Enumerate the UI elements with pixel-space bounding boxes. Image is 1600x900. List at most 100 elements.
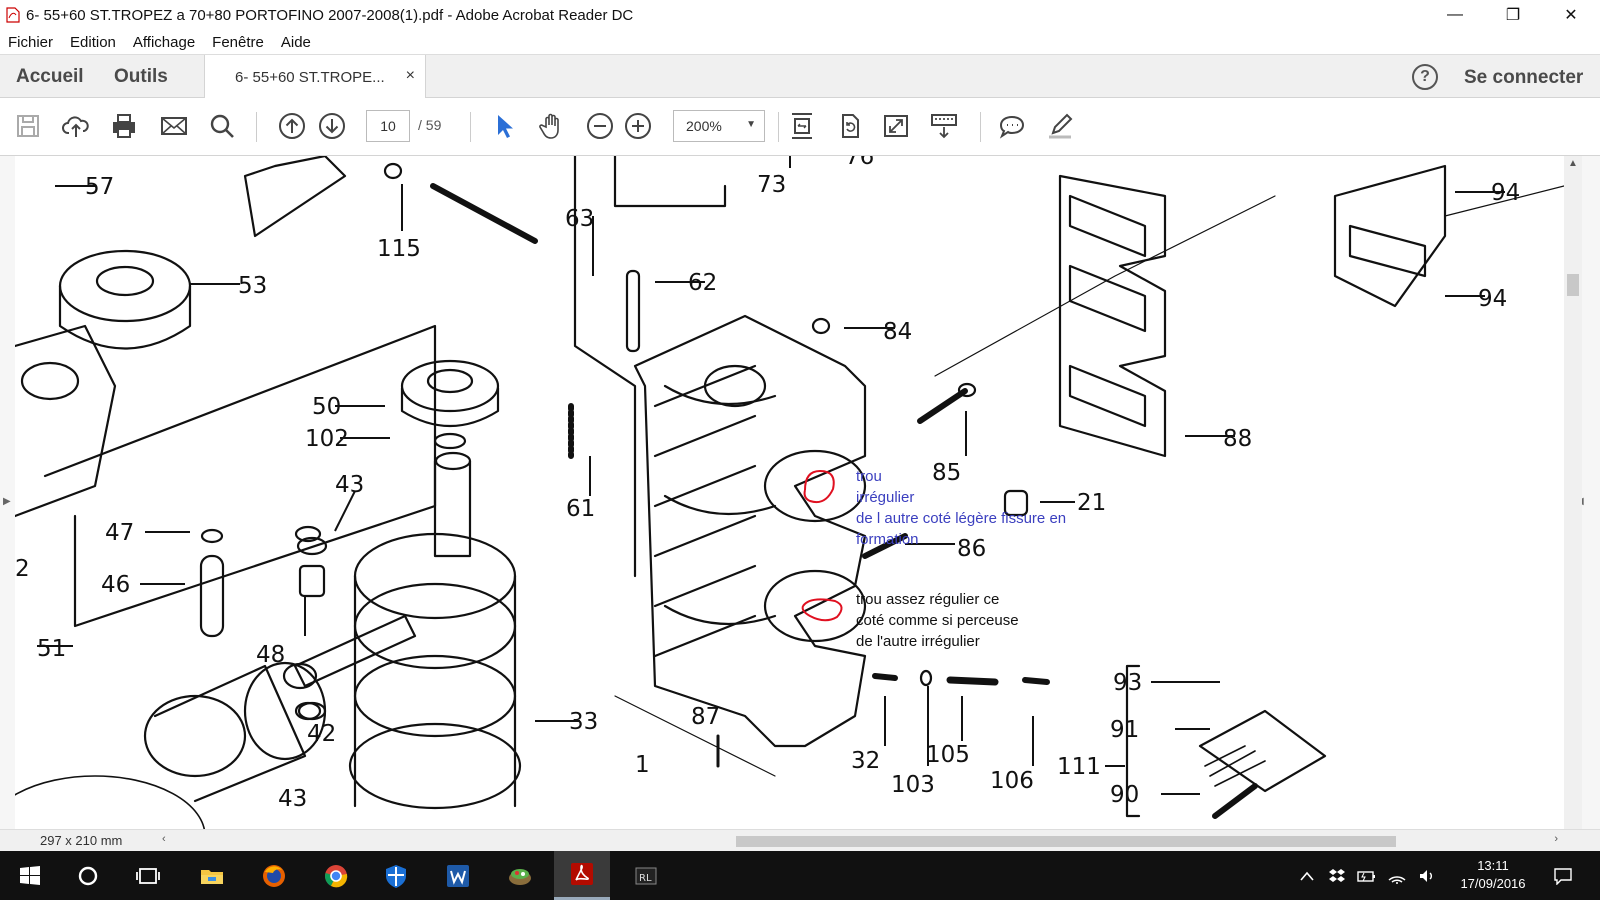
fit-page-icon (792, 113, 812, 139)
menu-bar: Fichier Edition Affichage Fenêtre Aide (0, 30, 1600, 54)
scroll-right-icon[interactable]: › (1554, 833, 1558, 845)
email-button[interactable] (158, 110, 190, 142)
zoom-in-button[interactable] (622, 110, 654, 142)
app-button[interactable]: RL (618, 851, 674, 900)
show-hidden-icons[interactable] (1292, 851, 1322, 900)
tab-accueil[interactable]: Accueil (16, 66, 84, 87)
speaker-icon (1420, 869, 1432, 882)
firefox-button[interactable] (246, 851, 302, 900)
zoom-out-button[interactable] (584, 110, 616, 142)
part-number-label: 90 (1110, 782, 1139, 808)
chrome-button[interactable] (308, 851, 364, 900)
next-page-button[interactable] (316, 110, 348, 142)
exploded-parts-diagram: 5773761156362538494945010288852143476186… (15, 156, 1564, 848)
sign-button[interactable] (1044, 110, 1076, 142)
folder-icon (201, 869, 223, 884)
tab-document[interactable]: 6- 55+60 ST.TROPE... × (204, 55, 426, 99)
horizontal-scroll-thumb[interactable] (736, 836, 1396, 847)
part-number-label: 105 (926, 742, 970, 768)
task-view-button[interactable] (120, 851, 176, 900)
part-number-label: 42 (307, 721, 336, 747)
menu-aide[interactable]: Aide (280, 33, 311, 51)
pdf-file-icon (6, 7, 20, 23)
system-clock[interactable]: 13:11 17/09/2016 (1448, 857, 1538, 893)
action-center-button[interactable] (1548, 851, 1578, 900)
toolbar-separator (470, 112, 471, 142)
start-button[interactable] (2, 851, 58, 900)
game-button[interactable] (492, 851, 548, 900)
part-number-label: 43 (335, 472, 364, 498)
part-number-label: 87 (691, 704, 720, 730)
toolbar-separator (778, 112, 779, 142)
comment-button[interactable] (996, 110, 1028, 142)
dropbox-tray[interactable] (1322, 851, 1352, 900)
vertical-scrollbar[interactable]: ▲ ▼ (1564, 156, 1582, 848)
file-explorer-button[interactable] (184, 851, 240, 900)
defender-button[interactable] (368, 851, 424, 900)
acrobat-button[interactable] (554, 851, 610, 900)
page-number-input[interactable]: 10 (366, 110, 410, 142)
zoom-select[interactable]: 200% ▼ (673, 110, 765, 142)
document-view[interactable]: ▶ ◀ (0, 156, 1600, 848)
annotation-line: de l'autre irrégulier (856, 633, 980, 650)
save-button[interactable] (12, 110, 44, 142)
annotation-line: trou (856, 468, 882, 485)
part-number-label: 106 (990, 768, 1034, 794)
part-number-label: 1 (635, 752, 650, 778)
page-size: 297 x 210 mm (40, 833, 123, 848)
annotation-line: de l autre coté légère fissure en (856, 510, 1067, 527)
left-panel-toggle[interactable]: ▶ (0, 156, 15, 848)
part-number-label: 94 (1491, 180, 1520, 206)
menu-affichage[interactable]: Affichage (132, 33, 196, 51)
horizontal-scrollbar[interactable]: ‹ › (160, 833, 1560, 849)
help-icon[interactable]: ? (1412, 64, 1438, 90)
scroll-left-icon[interactable]: ‹ (162, 833, 166, 845)
part-number-label: 53 (238, 273, 267, 299)
cursor-arrow-icon (498, 115, 513, 138)
hand-tool-button[interactable] (536, 110, 568, 142)
power-tray[interactable] (1352, 851, 1382, 900)
minimize-button[interactable]: — (1447, 6, 1463, 23)
scroll-mode-button[interactable] (928, 110, 960, 142)
volume-tray[interactable] (1412, 851, 1442, 900)
search-button[interactable] (206, 110, 238, 142)
keyboard-scroll-icon (931, 114, 957, 139)
clock-time: 13:11 (1477, 858, 1509, 873)
arrow-up-circle-icon (279, 113, 305, 139)
game-icon (509, 868, 531, 885)
print-button[interactable] (108, 110, 140, 142)
part-number-label: 63 (565, 206, 594, 232)
tab-outils[interactable]: Outils (114, 66, 168, 87)
fit-width-button[interactable] (786, 110, 818, 142)
part-number-label: 76 (845, 156, 874, 170)
document-tab-label: 6- 55+60 ST.TROPE... (235, 69, 385, 86)
part-number-label: 21 (1077, 490, 1106, 516)
part-number-label: 50 (312, 394, 341, 420)
rotate-button[interactable] (834, 110, 866, 142)
close-tab-button[interactable]: × (405, 67, 415, 84)
previous-page-button[interactable] (276, 110, 308, 142)
maximize-button[interactable]: ❐ (1505, 7, 1521, 24)
network-tray[interactable] (1382, 851, 1412, 900)
menu-fenetre[interactable]: Fenêtre (212, 33, 264, 51)
close-window-button[interactable]: ✕ (1564, 7, 1578, 24)
cloud-upload-icon (62, 116, 89, 137)
zoom-value: 200% (686, 118, 722, 134)
fullscreen-button[interactable] (880, 110, 912, 142)
cortana-button[interactable] (60, 851, 116, 900)
menu-fichier[interactable]: Fichier (8, 33, 54, 51)
select-tool-button[interactable] (488, 110, 520, 142)
defender-icon (386, 864, 406, 888)
wifi-icon (1388, 875, 1406, 884)
sign-in-link[interactable]: Se connecter (1464, 67, 1584, 88)
part-number-label: 51 (37, 636, 66, 662)
part-number-label: 61 (566, 496, 595, 522)
upload-button[interactable] (60, 110, 92, 142)
toolbar-separator (256, 112, 257, 142)
word-icon (447, 864, 469, 887)
scroll-up-icon[interactable]: ▲ (1568, 158, 1578, 169)
word-button[interactable] (430, 851, 486, 900)
scroll-thumb[interactable] (1567, 274, 1579, 296)
menu-edition[interactable]: Edition (70, 33, 116, 51)
part-number-label: 86 (957, 536, 986, 562)
